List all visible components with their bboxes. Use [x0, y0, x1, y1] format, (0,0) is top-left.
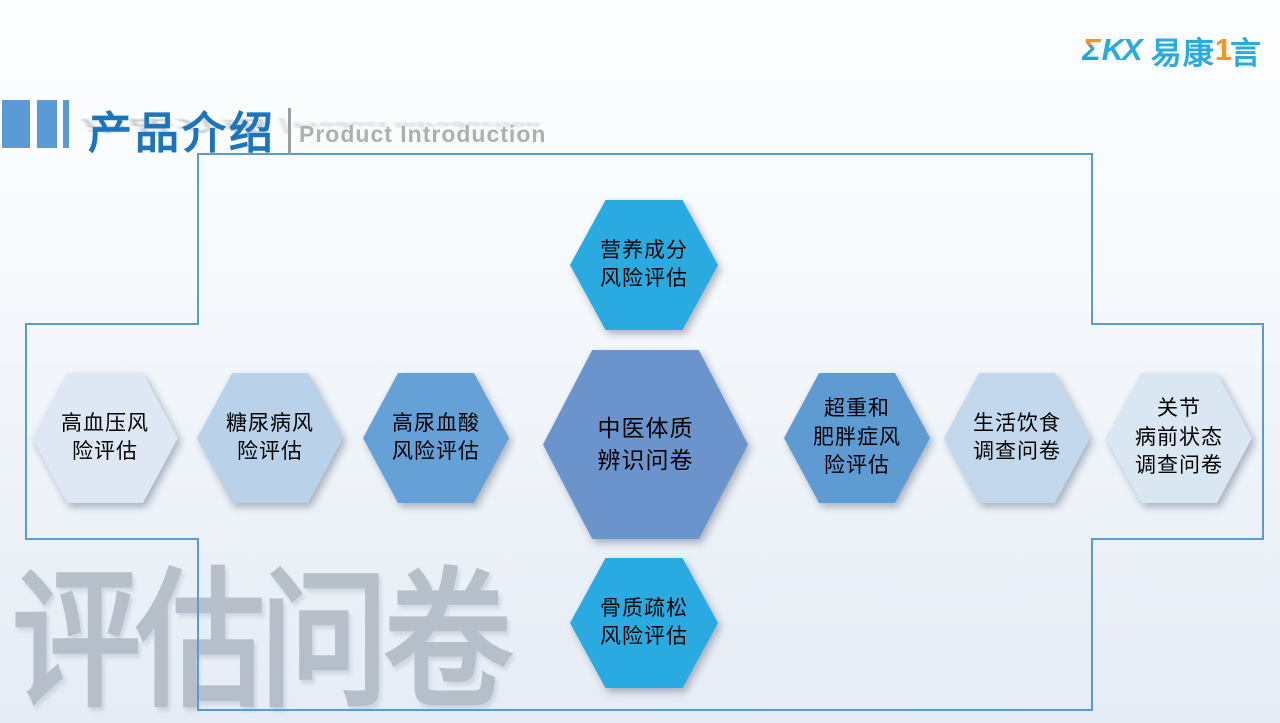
- title-divider: [288, 108, 291, 154]
- hex-overweight-obesity-risk-label: 超重和 肥胖症风 险评估: [813, 397, 901, 478]
- logo-orange-one: 1: [1214, 32, 1232, 67]
- hex-osteoporosis-risk-label: 骨质疏松 风险评估: [600, 596, 688, 648]
- hex-tcm-constitution-label: 中医体质 辨识问卷: [597, 415, 694, 473]
- hex-joint-precondition-survey-label: 关节 病前状态 调查问卷: [1135, 397, 1223, 478]
- hex-hypertension-risk-label: 高血压风 险评估: [61, 411, 149, 463]
- hex-hyperuricemia-risk-label: 高尿血酸 风险评估: [392, 411, 480, 463]
- watermark-text: 评估问卷: [12, 557, 513, 723]
- page-subtitle: Product Introduction: [299, 120, 547, 147]
- logo-kx-glyphs: KX: [1101, 32, 1143, 67]
- accent-bar-medium: [37, 100, 57, 148]
- accent-bar-thin: [63, 100, 69, 148]
- hex-diabetes-risk-label: 糖尿病风 险评估: [226, 411, 314, 463]
- hex-diet-survey-label: 生活饮食 调查问卷: [973, 411, 1061, 463]
- header: 产品介绍 Product Introduction: [88, 97, 546, 161]
- page-title: 产品介绍: [88, 109, 276, 158]
- logo-brand-text-suffix: 言: [1230, 35, 1262, 71]
- accent-bar-wide: [2, 100, 30, 148]
- hex-nutrition-risk-label: 营养成分 风险评估: [600, 238, 688, 290]
- logo-brand-text: 易康: [1150, 35, 1215, 71]
- logo-sigma-glyph: Σ: [1082, 32, 1101, 67]
- frame-outline-path: [25, 153, 1264, 711]
